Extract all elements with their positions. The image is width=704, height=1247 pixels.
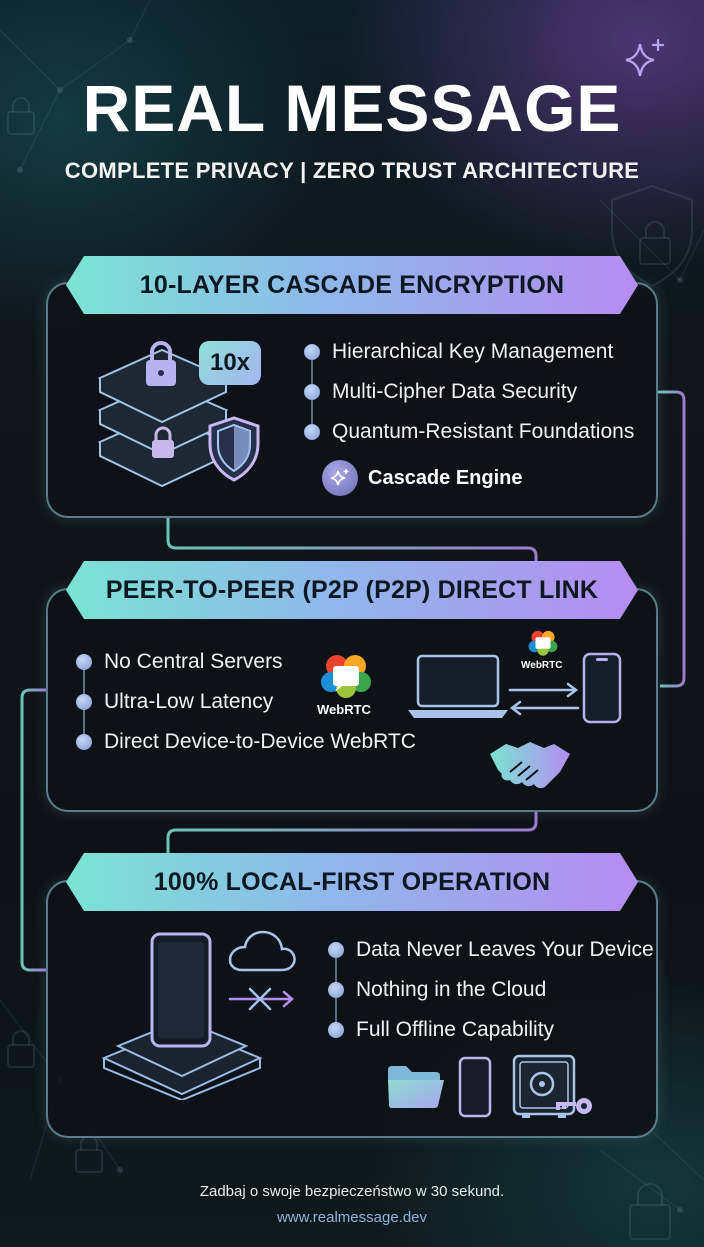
handshake-icon [490, 742, 570, 789]
blocked-arrow-icon [228, 987, 294, 1011]
webrtc-small-text: WebRTC [521, 660, 563, 671]
list-item: Nothing in the Cloud [328, 970, 654, 1010]
local-first-heading: 100% LOCAL-FIRST OPERATION [66, 853, 638, 911]
shield-icon [208, 416, 260, 482]
page-subtitle: COMPLETE PRIVACY | ZERO TRUST ARCHITECTU… [64, 158, 640, 183]
footer-url[interactable]: www.realmessage.dev [276, 1209, 428, 1226]
engine-label: Cascade Engine [368, 466, 523, 489]
phone-pedestal-icon [101, 932, 263, 1100]
p2p-bullet-list: No Central Servers Ultra-Low Latency Dir… [76, 642, 416, 762]
phone-small-icon [458, 1056, 492, 1118]
list-item: No Central Servers [76, 642, 416, 682]
list-item: Direct Device-to-Device WebRTC [76, 722, 416, 762]
safe-icon [512, 1054, 592, 1118]
phone-icon [582, 652, 622, 724]
key-icon [556, 1098, 592, 1114]
lock-icon [146, 341, 176, 386]
transfer-arrows-icon [508, 682, 580, 716]
encryption-heading: 10-LAYER CASCADE ENCRYPTION [66, 256, 638, 314]
encryption-bullet-list: Hierarchical Key Management Multi-Cipher… [304, 332, 634, 452]
footer-text: Zadbaj o swoje bezpieczeństwo w 30 sekun… [199, 1183, 505, 1200]
webrtc-logo-icon [321, 655, 371, 698]
layer-count-badge: 10x [199, 341, 261, 385]
list-item: Hierarchical Key Management [304, 332, 634, 372]
list-item: Quantum-Resistant Foundations [304, 412, 634, 452]
folder-icon [388, 1066, 444, 1108]
list-item: Ultra-Low Latency [76, 682, 416, 722]
page-title: REAL MESSAGE [82, 71, 622, 145]
list-item: Full Offline Capability [328, 1010, 654, 1050]
list-item: Data Never Leaves Your Device [328, 930, 654, 970]
cloud-icon [228, 930, 296, 972]
p2p-heading: PEER-TO-PEER (P2P (P2P) DIRECT LINK [66, 561, 638, 619]
laptop-icon [408, 654, 508, 718]
webrtc-logo-text: WebRTC [317, 702, 371, 717]
list-item: Multi-Cipher Data Security [304, 372, 634, 412]
engine-sparkle-icon [322, 460, 358, 496]
server-stack-icon [97, 341, 260, 488]
cascade-engine-tag: Cascade Engine [322, 460, 523, 496]
sparkle-icon [625, 38, 665, 77]
webrtc-small-logo-icon [528, 630, 558, 656]
local-first-bullet-list: Data Never Leaves Your Device Nothing in… [328, 930, 654, 1050]
